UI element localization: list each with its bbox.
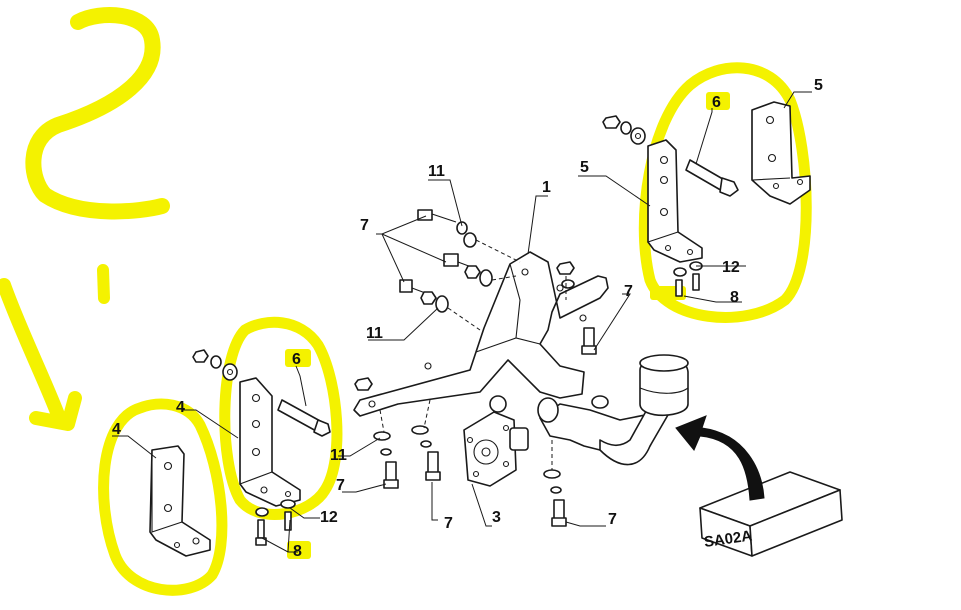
highlight-label-8-left xyxy=(287,541,311,559)
label-part-6-left: 6 xyxy=(292,351,301,368)
bolt-set-right-of-bar xyxy=(556,261,597,355)
nut-washers-left xyxy=(192,349,238,381)
bracket-4-middle xyxy=(239,377,301,507)
label-part-3: 3 xyxy=(492,509,501,526)
label-part-4-mid: 4 xyxy=(176,399,185,416)
label-part-7-right: 7 xyxy=(624,283,633,300)
label-part-1: 1 xyxy=(542,179,551,196)
highlight-label-6-left xyxy=(285,349,311,367)
label-part-7-bottom-mid: 7 xyxy=(444,515,453,532)
label-part-11-low: 11 xyxy=(330,447,347,464)
curved-arrow-to-box xyxy=(675,415,765,501)
label-part-12-left: 12 xyxy=(320,509,338,526)
highlight-circle-left-bracket xyxy=(98,398,228,596)
label-part-11-mid: 11 xyxy=(366,325,383,342)
part-labels: 1 11 7 11 7 5 5 6 12 8 4 4 6 11 7 12 8 7… xyxy=(112,77,823,560)
highlight-circle-right-bracket xyxy=(638,62,812,323)
label-part-8-left: 8 xyxy=(293,543,302,560)
kit-box-sa02a xyxy=(699,471,843,557)
handwritten-two-mark xyxy=(25,7,170,220)
highlighter-annotations xyxy=(0,7,812,596)
label-part-11-top: 11 xyxy=(428,163,445,180)
screw-8-left-parts xyxy=(255,499,296,546)
label-part-12-right: 12 xyxy=(722,259,740,276)
bolt-6-left xyxy=(277,399,331,437)
label-kit-box: SA02A xyxy=(703,527,753,551)
nut-washers-right xyxy=(602,115,646,145)
label-part-7-bottom-right: 7 xyxy=(608,511,617,528)
label-part-7-top: 7 xyxy=(360,217,369,234)
handwritten-dash-mark xyxy=(97,264,110,304)
label-part-7-left: 7 xyxy=(336,477,345,494)
label-part-5-left: 5 xyxy=(580,159,589,176)
label-part-5-right: 5 xyxy=(814,77,823,94)
screw-8-right-parts xyxy=(673,261,703,297)
label-part-8-right: 8 xyxy=(730,289,739,306)
tow-ball-head xyxy=(639,354,689,416)
socket-plate-3 xyxy=(463,395,529,487)
label-part-6-right: 6 xyxy=(712,94,721,111)
leader-lines xyxy=(112,91,812,553)
handwritten-arrow-mark xyxy=(0,278,82,431)
bolt-set-upper xyxy=(399,209,521,331)
bracket-4-left xyxy=(149,445,211,557)
bracket-5-mounted xyxy=(647,139,703,263)
highlight-label-6-right xyxy=(706,92,730,110)
bracket-5-standalone xyxy=(751,101,811,205)
bolt-6-right xyxy=(685,159,739,197)
crossbar-1 xyxy=(353,251,609,417)
bolt-set-under-bar xyxy=(354,377,567,527)
label-part-4-left: 4 xyxy=(112,421,121,438)
